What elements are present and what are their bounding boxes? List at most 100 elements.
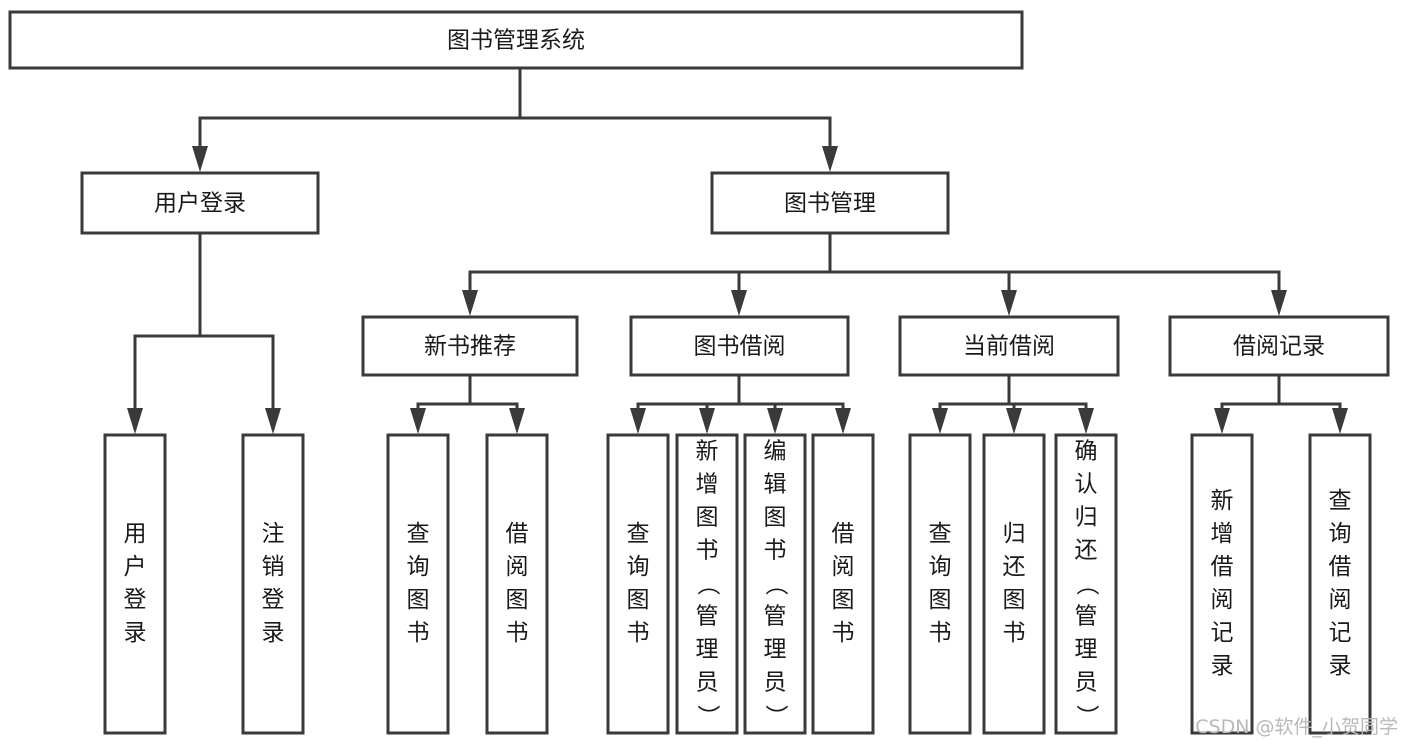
node-label-char: 理: [764, 637, 787, 663]
node-box: [710, 171, 950, 235]
node-label-char: 辑: [764, 472, 787, 498]
node-label-char: 查: [407, 521, 430, 547]
node-borrow-record[interactable]: 借阅记录: [1168, 315, 1390, 377]
node-box: [675, 433, 739, 735]
node-label-char: 记: [1211, 620, 1234, 646]
node-box: [1168, 315, 1390, 377]
node-label-char: 归: [1075, 505, 1098, 531]
node-label-char: ）: [763, 705, 789, 728]
node-label-char: 查: [1329, 488, 1352, 514]
node-user-login[interactable]: 用户登录: [80, 171, 320, 235]
node-label: 当前借阅: [963, 334, 1055, 360]
node-label: 图书管理系统: [447, 28, 585, 54]
node-label-char: 还: [1003, 554, 1026, 580]
node-box: [743, 433, 807, 735]
node-label-char: 借: [1211, 554, 1234, 580]
node-box: [629, 315, 850, 377]
node-book-borrow[interactable]: 图书借阅: [629, 315, 850, 377]
node-label-char: 确: [1075, 439, 1098, 465]
node-label-char: 图: [627, 587, 650, 613]
node-box: [103, 433, 167, 735]
node-leaf-query-book-1[interactable]: 查询图书查询图书: [386, 433, 450, 735]
node-label-char: 新: [1211, 488, 1234, 514]
node-label-char: ）: [1074, 705, 1100, 728]
node-label-char: 用: [124, 521, 147, 547]
node-box: [908, 433, 972, 735]
node-leaf-return-book[interactable]: 归还图书归还图书: [982, 433, 1046, 735]
node-leaf-borrow-book-1[interactable]: 借阅图书借阅图书: [485, 433, 549, 735]
watermark-layer: CSDN @软件_小贺同学: [1195, 716, 1398, 738]
node-label-char: 书: [764, 538, 787, 564]
node-label-char: 管: [764, 604, 787, 630]
node-leaf-query-book-3[interactable]: 查询图书查询图书: [908, 433, 972, 735]
node-label-char: 录: [1211, 653, 1234, 679]
node-label-char: 录: [124, 620, 147, 646]
csdn-watermark: CSDN @软件_小贺同学: [1195, 716, 1398, 738]
node-label-char: 增: [696, 472, 719, 498]
node-label-char: 图: [1003, 587, 1026, 613]
arrow-head-icon: [1006, 408, 1022, 434]
node-label-char: （: [763, 573, 789, 596]
node-leaf-user-logout[interactable]: 注销登录注销登录: [241, 433, 305, 735]
node-label-char: 增: [1211, 521, 1234, 547]
node-label-char: 录: [1329, 653, 1352, 679]
node-label: 图书管理: [784, 191, 876, 217]
node-label-char: 书: [506, 620, 529, 646]
node-root[interactable]: 图书管理系统: [8, 10, 1024, 70]
node-leaf-user-login[interactable]: 用户登录用户登录: [103, 433, 167, 735]
arrow-head-icon: [699, 408, 715, 434]
arrow-head-icon: [1332, 408, 1348, 434]
node-new-book-rec[interactable]: 新书推荐: [361, 315, 579, 377]
node-box: [1190, 433, 1254, 735]
node-label-char: 员: [764, 670, 787, 696]
node-label-char: 书: [1003, 620, 1026, 646]
arrow-head-icon: [462, 290, 478, 316]
node-label-char: 图: [696, 505, 719, 531]
node-label-char: 借: [506, 521, 529, 547]
node-label-char: 新: [696, 439, 719, 465]
node-leaf-query-record[interactable]: 查询借阅记录查询借阅记录: [1308, 433, 1372, 735]
node-box: [361, 315, 579, 377]
arrow-head-icon: [1001, 290, 1017, 316]
node-box: [1308, 433, 1372, 735]
node-book-manage[interactable]: 图书管理: [710, 171, 950, 235]
node-label-char: 图: [832, 587, 855, 613]
node-label-char: 借: [832, 521, 855, 547]
arrow-head-icon: [1214, 408, 1230, 434]
node-box: [241, 433, 305, 735]
node-leaf-query-book-2[interactable]: 查询图书查询图书: [606, 433, 670, 735]
node-label-char: 归: [1003, 521, 1026, 547]
node-label-char: 登: [262, 587, 285, 613]
arrow-head-icon: [932, 408, 948, 434]
node-label-char: 询: [407, 554, 430, 580]
arrow-head-icon: [1078, 408, 1094, 434]
node-current-borrow[interactable]: 当前借阅: [898, 315, 1120, 377]
arrow-head-icon: [410, 408, 426, 434]
node-label-char: 书: [832, 620, 855, 646]
node-label-char: ）: [695, 705, 721, 728]
node-box: [80, 171, 320, 235]
node-label-char: 记: [1329, 620, 1352, 646]
node-leaf-add-record[interactable]: 新增借阅记录新增借阅记录: [1190, 433, 1254, 735]
node-label-char: 询: [1329, 521, 1352, 547]
node-label-char: （: [695, 573, 721, 596]
node-label-char: 询: [929, 554, 952, 580]
arrow-head-icon: [1271, 290, 1287, 316]
node-label: 借阅记录: [1233, 334, 1325, 360]
node-label-char: 户: [124, 554, 147, 580]
node-box: [8, 10, 1024, 70]
arrow-head-icon: [767, 408, 783, 434]
arrow-head-icon: [509, 408, 525, 434]
node-label-char: 管: [1075, 604, 1098, 630]
node-label-char: 书: [929, 620, 952, 646]
node-label-char: 阅: [1329, 587, 1352, 613]
node-leaf-borrow-book-2[interactable]: 借阅图书借阅图书: [811, 433, 875, 735]
node-box: [982, 433, 1046, 735]
node-label-char: 查: [929, 521, 952, 547]
node-label-char: 书: [407, 620, 430, 646]
